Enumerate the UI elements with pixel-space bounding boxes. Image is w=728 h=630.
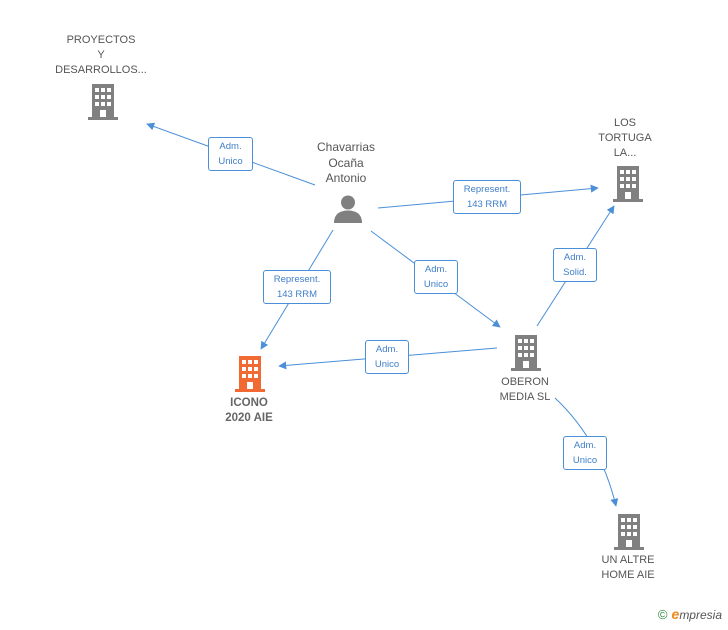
- node-label-oberon[interactable]: OBERON MEDIA SL: [484, 375, 566, 405]
- edge-label-person-oberon[interactable]: Adm. Unico: [414, 260, 458, 294]
- label-line: Chavarrias: [316, 140, 376, 154]
- edge-label-line: Represent.: [463, 184, 511, 195]
- edge-label-line: 143 RRM: [466, 199, 508, 210]
- footer-brand: ©empresia: [658, 606, 722, 622]
- label-line: DESARROLLOS...: [55, 64, 147, 76]
- edge-label-line: Unico: [218, 156, 243, 167]
- edge-label-person-tortuga[interactable]: Represent. 143 RRM: [453, 180, 521, 214]
- label-line: 2020 AIE: [225, 412, 273, 424]
- edge-label-line: Unico: [374, 359, 400, 370]
- edge-label-line: Adm.: [375, 344, 399, 355]
- label-line: LA...: [613, 147, 637, 159]
- edge-label-line: Adm.: [563, 252, 587, 263]
- edge-label-person-icono[interactable]: Represent. 143 RRM: [263, 270, 331, 304]
- building-icon-icono: [235, 356, 265, 392]
- label-line: PROYECTOS: [66, 34, 136, 46]
- label-line: OBERON: [501, 376, 549, 388]
- label-line: HOME AIE: [601, 569, 655, 581]
- node-label-icono[interactable]: ICONO 2020 AIE: [208, 396, 290, 426]
- building-icon-proyectos: [88, 84, 118, 120]
- edge-label-line: Adm.: [573, 440, 597, 451]
- brand-name: mpresia: [679, 608, 722, 622]
- label-line: Ocaña: [328, 155, 364, 170]
- label-line: ICONO: [230, 397, 268, 409]
- edge-label-oberon-unaltre[interactable]: Adm. Unico: [563, 436, 607, 470]
- label-line: Y: [97, 49, 105, 61]
- edge-label-line: Solid.: [563, 267, 587, 278]
- edge-label-line: Adm.: [219, 141, 242, 152]
- node-label-los-tortuga[interactable]: LOS TORTUGA LA...: [585, 116, 665, 161]
- building-icon-un-altre: [614, 514, 644, 550]
- node-label-un-altre[interactable]: UN ALTRE HOME AIE: [586, 553, 670, 583]
- edge-label-oberon-icono[interactable]: Adm. Unico: [365, 340, 409, 374]
- copyright-icon: ©: [657, 607, 668, 622]
- label-line: TORTUGA: [598, 132, 652, 144]
- brand-logo-e: e: [671, 606, 680, 622]
- edge-label-line: Adm.: [424, 264, 448, 275]
- label-line: Antonio: [325, 171, 367, 185]
- edge-label-line: 143 RRM: [276, 289, 318, 300]
- edge-label-oberon-tortuga[interactable]: Adm. Solid.: [553, 248, 597, 282]
- label-line: LOS: [613, 117, 636, 129]
- node-label-person[interactable]: Chavarrias Ocaña Antonio: [296, 140, 396, 187]
- person-icon: [334, 195, 362, 223]
- edge-label-line: Represent.: [273, 274, 321, 285]
- label-line: UN ALTRE: [601, 554, 655, 566]
- building-icon-oberon: [511, 335, 541, 371]
- node-label-proyectos[interactable]: PROYECTOS Y DESARROLLOS...: [40, 33, 162, 78]
- edge-label-line: Unico: [572, 455, 598, 466]
- label-line: MEDIA SL: [499, 391, 551, 403]
- edge-label-person-proyectos[interactable]: Adm. Unico: [208, 137, 253, 171]
- edge-label-line: Unico: [423, 279, 449, 290]
- building-icon-los-tortuga: [613, 166, 643, 202]
